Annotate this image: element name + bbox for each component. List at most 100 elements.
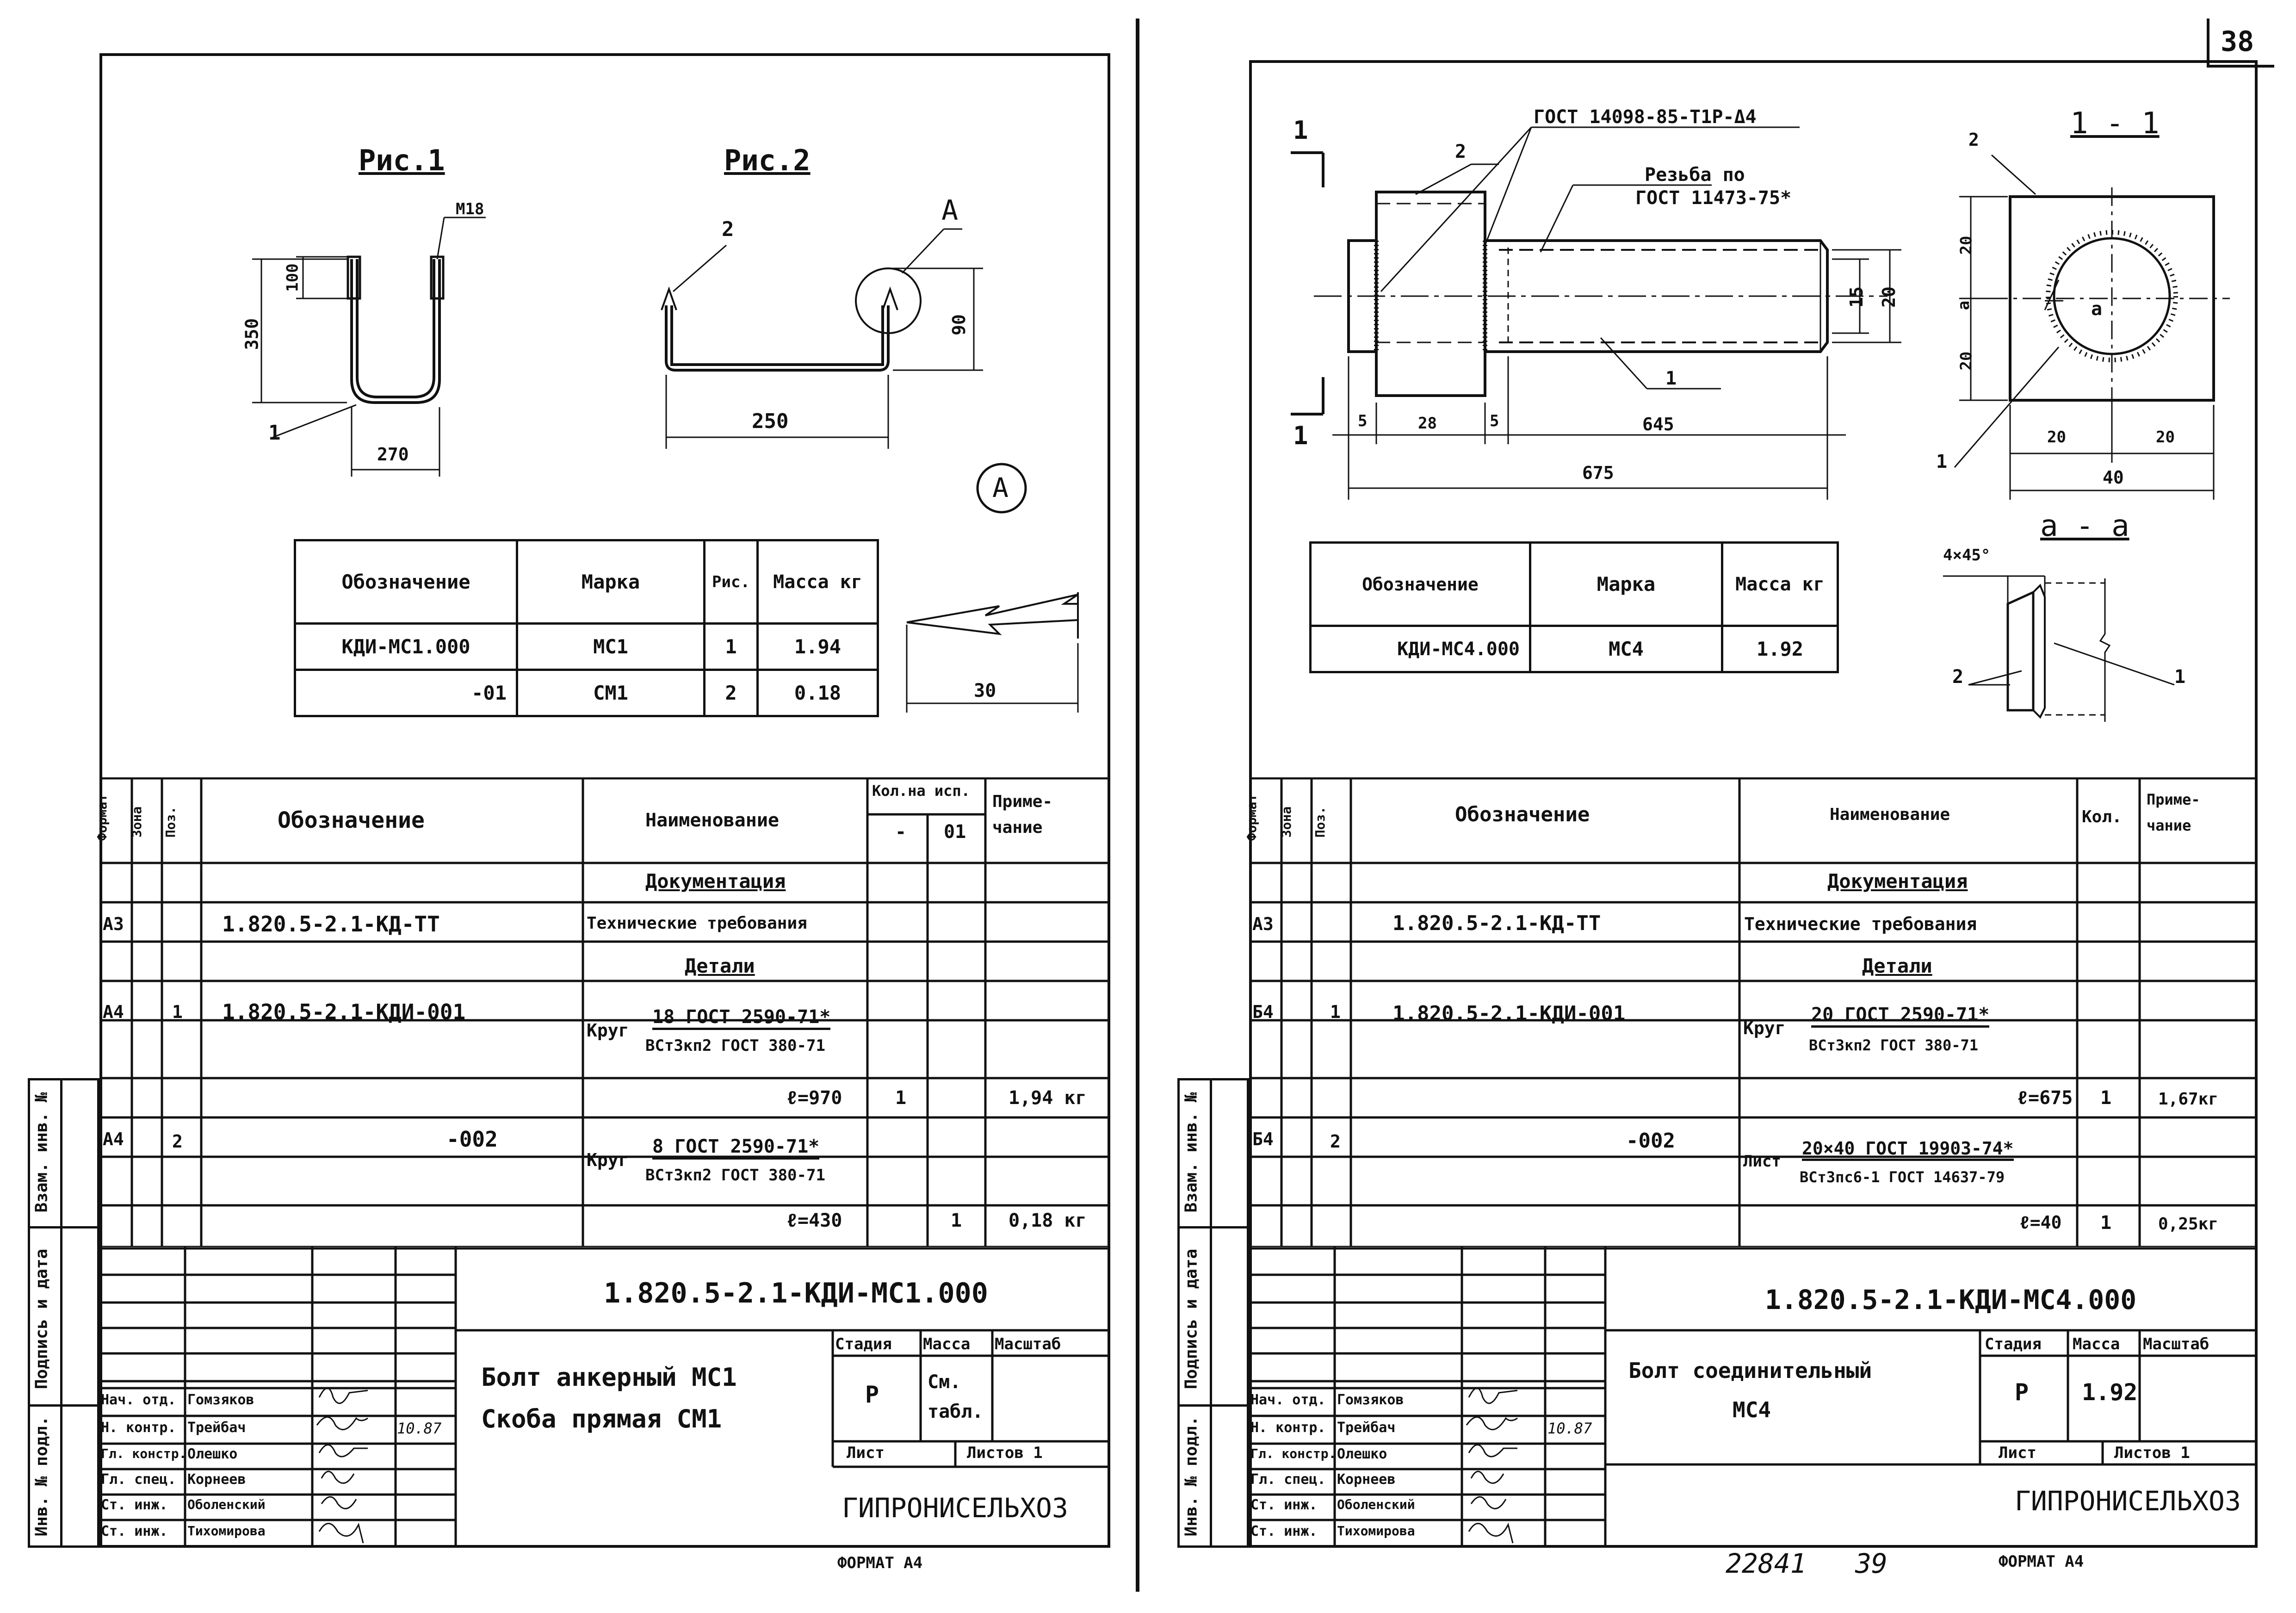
right-title-org: ГИПРОНИСЕЛЬХОЗ <box>2015 1485 2241 1517</box>
left-title-date: 10.87 <box>397 1420 442 1437</box>
spec-h-note: Приме-чание <box>992 792 1053 837</box>
left-spec-table <box>99 777 1110 1247</box>
right-person-role: Ст. инж. <box>1250 1523 1318 1539</box>
mini-cell: КДИ-МС1.000 <box>294 622 518 671</box>
spec-r3-prefix: Круг <box>587 1150 629 1170</box>
mini-cell: МС4 <box>1529 625 1723 673</box>
right-person-role: Гл. спец. <box>1250 1471 1326 1488</box>
right-person-name: Трейбач <box>1337 1420 1396 1436</box>
fig2-label-a: А <box>941 194 959 227</box>
right-person-name: Оболенский <box>1337 1497 1415 1512</box>
fig2-dim-250: 250 <box>752 409 789 433</box>
spec-r3-bottom: ВСт3кп2 ГОСТ 380-71 <box>645 1166 825 1185</box>
left-title-scale-h: Масштаб <box>995 1335 1061 1353</box>
left-title-stage-h: Стадия <box>835 1335 892 1353</box>
right-sec-pos-1: 1 <box>1936 451 1948 472</box>
spec-r2-prefix: Круг <box>587 1020 629 1041</box>
fig1-title: Рис.1 <box>359 143 445 177</box>
left-title-stage: Р <box>865 1381 879 1408</box>
left-person-role: Ст. инж. <box>101 1497 168 1513</box>
right-title-date: 10.87 <box>1547 1420 1592 1437</box>
left-person-name: Гомзяков <box>187 1392 254 1408</box>
left-title-name1: Болт анкерный МС1 <box>481 1363 737 1392</box>
spec-r1-format: А3 <box>103 914 124 934</box>
right-title-stage: Р <box>2015 1379 2029 1406</box>
left-title-mass-h: Масса <box>923 1335 971 1353</box>
fig1-dim-270: 270 <box>377 444 409 465</box>
spec-section-docs: Документация <box>1827 870 1968 893</box>
right-dim-28: 28 <box>1418 414 1437 433</box>
spec-r3-top: 20×40 ГОСТ 19903-74* <box>1802 1138 2014 1161</box>
spec-r3-len: ℓ=430 <box>786 1210 842 1231</box>
left-title-name2: Скоба прямая СМ1 <box>481 1404 722 1433</box>
spec-section-docs: Документация <box>645 870 786 893</box>
left-person-role: Гл. констр. <box>101 1446 187 1461</box>
spec-r2-top: 18 ГОСТ 2590-71* <box>652 1006 831 1030</box>
fold-line <box>1136 19 1139 1592</box>
spec-r3-prefix: Лист <box>1743 1152 1781 1171</box>
right-side-stamp <box>1177 1078 1249 1548</box>
spec-r3-top: 8 ГОСТ 2590-71* <box>652 1136 820 1160</box>
mini-header-designation: Обозначение <box>294 539 518 625</box>
fig1-pos-1: 1 <box>268 421 281 445</box>
left-person-name: Тихомирова <box>187 1523 266 1539</box>
sheet-number: 38 <box>2221 25 2254 58</box>
right-person-name: Корнеев <box>1337 1471 1396 1488</box>
right-aa-pos-2: 2 <box>1952 666 1964 688</box>
spec-r3-len: ℓ=40 <box>2019 1212 2062 1233</box>
mini-header-designation: Обозначение <box>1309 541 1531 627</box>
left-person-name: Олешко <box>187 1446 238 1462</box>
left-title-org: ГИПРОНИСЕЛЬХОЗ <box>842 1492 1068 1524</box>
spec-r1-designation: 1.820.5-2.1-КД-ТТ <box>1392 912 1601 935</box>
spec-r3-note: 0,18 кг <box>1009 1210 1087 1231</box>
right-title-mass-h: Масса <box>2073 1335 2120 1353</box>
right-aa-pos-1: 1 <box>2174 666 2186 688</box>
right-section-11: 1 - 1 <box>2070 106 2160 141</box>
spec-r2-len: ℓ=970 <box>786 1087 842 1109</box>
fig2-title: Рис.2 <box>724 143 811 177</box>
right-title-mass: 1.92 <box>2082 1379 2138 1406</box>
spec-r2-format: Б4 <box>1252 1002 1274 1022</box>
spec-h-qty-b: 01 <box>944 821 966 843</box>
mini-header-mass: Масса кг <box>1721 541 1839 627</box>
spec-r2-bottom: ВСт3кп2 ГОСТ 380-71 <box>645 1036 825 1055</box>
spec-r2-qty: 1 <box>2100 1087 2112 1109</box>
spec-r3-designation: -002 <box>1626 1129 1675 1153</box>
spec-r3-pos: 2 <box>172 1131 183 1152</box>
right-dim-5a: 5 <box>1358 412 1368 430</box>
spec-h-name: Наименование <box>1830 805 1950 824</box>
right-title-sheet: Лист <box>1999 1444 2036 1462</box>
circle-label-a: А <box>992 472 1009 503</box>
spec-r2-prefix: Круг <box>1743 1018 1786 1038</box>
right-person-role: Нач. отд. <box>1250 1392 1326 1408</box>
mini-header-mark: Марка <box>516 539 706 625</box>
left-side-stamp <box>28 1078 99 1548</box>
right-spec-table <box>1249 777 2258 1247</box>
right-section-marker-1: 1 <box>1293 116 1308 145</box>
left-title-sheets: Листов 1 <box>967 1444 1043 1462</box>
fig2-pos-2: 2 <box>722 217 734 241</box>
spec-r3-format: А4 <box>103 1129 124 1149</box>
right-section-aa: а - а <box>2040 509 2129 543</box>
spec-h-note: Приме-чание <box>2147 791 2200 834</box>
spec-h-qty: Кол.на исп. <box>872 782 970 800</box>
mini-cell: 1.92 <box>1721 625 1839 673</box>
right-sec-label-a: а <box>2091 298 2103 320</box>
spec-h-designation: Обозначение <box>278 807 425 833</box>
spec-r1-designation: 1.820.5-2.1-КД-ТТ <box>222 912 440 937</box>
spec-section-parts: Детали <box>685 955 755 977</box>
right-sheet-frame <box>1249 60 2258 1548</box>
mini-cell: 1.94 <box>756 622 879 671</box>
mini-cell: МС1 <box>516 622 706 671</box>
mini-cell: КДИ-МС4.000 <box>1309 625 1531 673</box>
left-person-name: Корнеев <box>187 1471 246 1488</box>
mini-cell: СМ1 <box>516 669 706 717</box>
right-mark-table: Обозначение Марка Масса кг КДИ-МС4.000 М… <box>1309 541 1839 673</box>
right-dim-645: 645 <box>1642 414 1674 434</box>
sheet-number-box <box>2207 19 2274 68</box>
left-mark-table: Обозначение Марка Рис. Масса кг КДИ-МС1.… <box>294 539 879 717</box>
mini-header-mark: Марка <box>1529 541 1723 627</box>
fig1-dim-m18: М18 <box>456 200 484 218</box>
